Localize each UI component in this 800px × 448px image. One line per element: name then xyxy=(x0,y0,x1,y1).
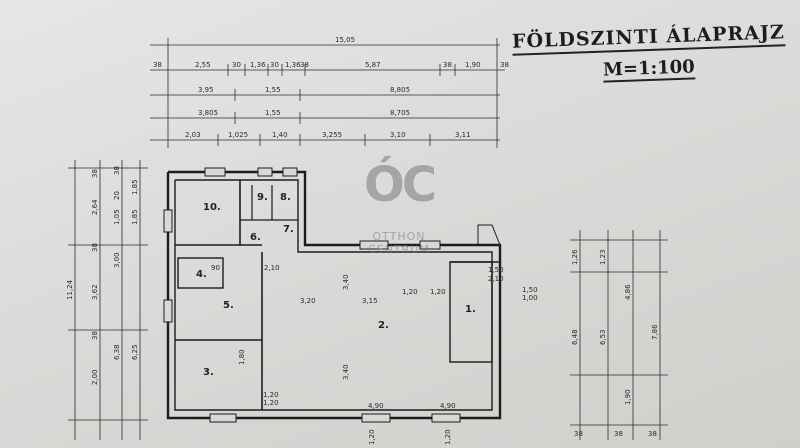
dimension-label: 1,85 xyxy=(131,209,139,225)
room-label: 3. xyxy=(203,367,214,378)
dimension-label: 38 xyxy=(91,331,99,340)
dimension-label: 1,55 xyxy=(265,86,281,94)
dimension-label: 4,90 xyxy=(368,402,384,410)
dimension-label: 20 xyxy=(113,191,121,200)
room-label: 10. xyxy=(203,202,221,213)
dimension-label: 7,86 xyxy=(651,324,659,340)
dimension-label: 1,36 xyxy=(285,61,301,69)
dimension-label: 38 xyxy=(300,61,309,69)
dimension-label: 2,10 xyxy=(264,264,280,272)
otthon-centrum-watermark: ÓC OTTHON CENTRUM xyxy=(362,157,437,256)
dimension-label: 1,50 xyxy=(522,286,538,294)
dimension-label: 2,03 xyxy=(185,131,201,139)
room-label: 7. xyxy=(283,224,294,235)
dimension-label: 38 xyxy=(574,430,583,438)
dimension-label: 1,50 xyxy=(488,266,504,274)
dimension-label: 38 xyxy=(113,166,121,175)
dimension-label: 8,805 xyxy=(390,86,410,94)
dimension-label: 11,24 xyxy=(66,279,74,300)
dimension-label: 1,20 xyxy=(368,429,376,445)
dimension-label: 1,05 xyxy=(113,209,121,225)
dimension-label: 1,90 xyxy=(624,389,632,405)
dimension-label: 1,20 xyxy=(430,288,446,296)
dimension-label: 3,95 xyxy=(198,86,214,94)
dimension-label: 38 xyxy=(614,430,623,438)
room-label: 9. xyxy=(257,192,268,203)
watermark-line2: CENTRUM xyxy=(368,243,430,256)
dimension-label: 90 xyxy=(211,264,220,272)
dimension-label: 3,255 xyxy=(322,131,342,139)
room-label: 6. xyxy=(250,232,261,243)
dimension-label: 38 xyxy=(500,61,509,69)
dimension-label: 38 xyxy=(91,169,99,178)
dimension-label: 1,20 xyxy=(444,429,452,445)
dimension-label: 1,26 xyxy=(571,249,579,265)
dimension-label: 3,20 xyxy=(300,297,316,305)
dimension-label: 1,23 xyxy=(599,249,607,265)
dimension-label: 3,15 xyxy=(362,297,378,305)
dim-total: 15,05 xyxy=(335,36,355,44)
dimension-label: 3,00 xyxy=(113,252,121,268)
room-label: 5. xyxy=(223,300,234,311)
dimension-label: 5,87 xyxy=(365,61,381,69)
dimension-label: 3,11 xyxy=(455,131,471,139)
watermark-logo: ÓC xyxy=(363,157,437,213)
dimension-label: 6,53 xyxy=(599,329,607,345)
dimension-label: 1,55 xyxy=(265,109,281,117)
dimension-label: 2,00 xyxy=(91,369,99,385)
dimension-label: 2,64 xyxy=(91,199,99,215)
dimension-label: 30 xyxy=(232,61,241,69)
dimension-label: 2,55 xyxy=(195,61,211,69)
dimension-label: 1,20 xyxy=(263,391,279,399)
room-label: 8. xyxy=(280,192,291,203)
dimension-label: 6,25 xyxy=(131,344,139,360)
dimension-label: 30 xyxy=(270,61,279,69)
dimension-label: 8,705 xyxy=(390,109,410,117)
dimension-label: 6,48 xyxy=(571,329,579,345)
dimension-label: 3,10 xyxy=(390,131,406,139)
dimension-label: 1,20 xyxy=(402,288,418,296)
dimension-label: 1,025 xyxy=(228,131,248,139)
dimension-label: 1,36 xyxy=(250,61,266,69)
building-walls xyxy=(166,170,502,420)
dimension-label: 1,00 xyxy=(522,294,538,302)
dimension-label: 4,90 xyxy=(440,402,456,410)
dimension-label: 1,90 xyxy=(465,61,481,69)
dimension-label: 1,85 xyxy=(131,179,139,195)
dimension-label: 4,86 xyxy=(624,284,632,300)
dimension-label: 1,20 xyxy=(263,399,279,407)
dimension-label: 1,40 xyxy=(272,131,288,139)
room-label: 2. xyxy=(378,320,389,331)
dimension-label: 1,80 xyxy=(238,349,246,365)
dimension-label: 38 xyxy=(648,430,657,438)
dimension-label: 38 xyxy=(443,61,452,69)
watermark-line1: OTTHON xyxy=(372,230,426,243)
dimension-label: 6,38 xyxy=(113,344,121,360)
dimension-label: 38 xyxy=(91,243,99,252)
dimension-label: 3,805 xyxy=(198,109,218,117)
room-label: 4. xyxy=(196,269,207,280)
dimension-label: 38 xyxy=(153,61,162,69)
dimension-label: 2,10 xyxy=(488,275,504,283)
dimension-label: 3,40 xyxy=(342,364,350,380)
dimension-label: 3,62 xyxy=(91,284,99,300)
room-label: 1. xyxy=(465,304,476,315)
dimension-label: 3,40 xyxy=(342,274,350,290)
